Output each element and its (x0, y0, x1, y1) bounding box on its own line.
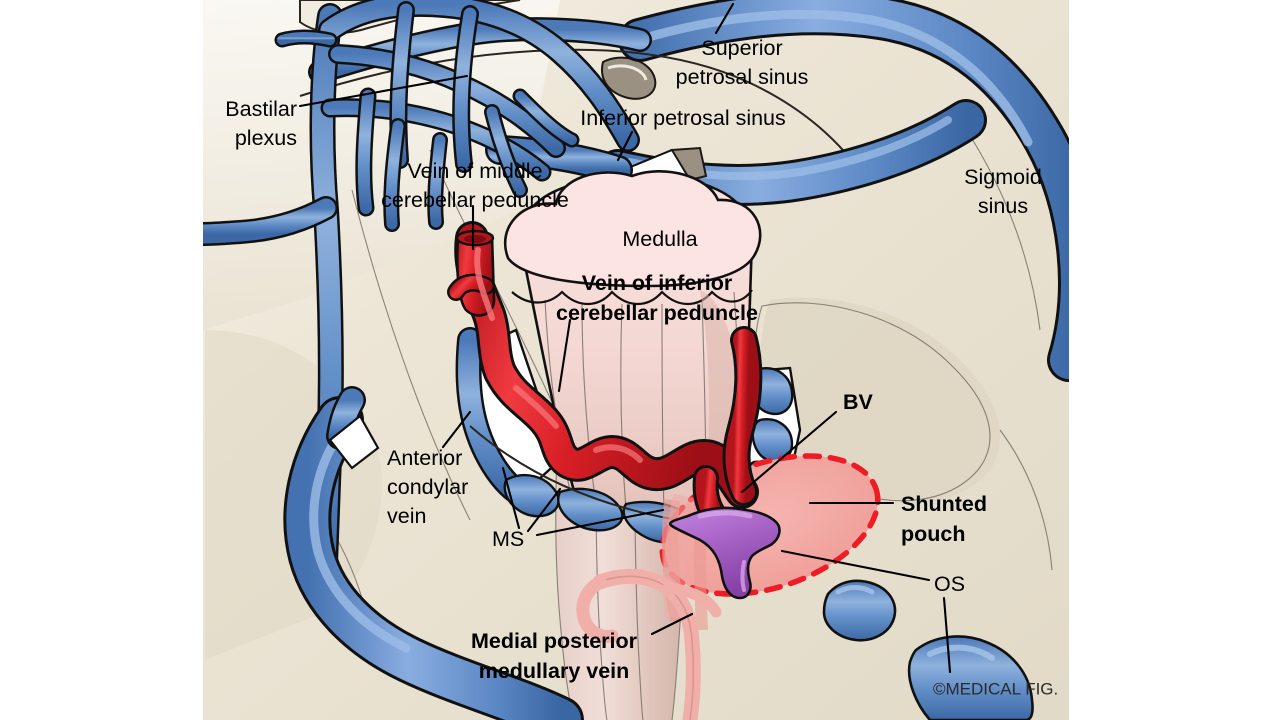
medial-posterior-medullary-vein-outline (599, 575, 695, 720)
plexus-finger-3 (429, 134, 446, 228)
plexus-left-branch-1 (277, 32, 335, 45)
copyright-credit: ©MEDICAL FIG. (933, 679, 1058, 698)
purple-highlight-1 (697, 510, 753, 519)
label-vein-of-middle-cerebellar-peduncle-line-0: Vein of middle (407, 159, 542, 183)
label-texts: Bastilar plexus Superior petrosal sinusInfe… (225, 36, 1042, 683)
os-fragment-2-highlight (927, 644, 995, 661)
label-superior-petrosal-sinus-line-0: Superior (701, 36, 782, 60)
label-ms-line-0: MS (492, 527, 524, 551)
label-superior-petrosal-sinus: Superior petrosal sinus (676, 36, 809, 89)
marginal-sinus-bead-2 (557, 487, 624, 532)
plexus-finger-5 (515, 91, 577, 145)
occipital-condyle-shadow (760, 297, 1000, 504)
shunted-pouch-vessel (668, 506, 781, 600)
label-medial-posterior-medullary-vein-line-1: medullary vein (479, 659, 630, 683)
bone-contour-5 (959, 119, 1041, 331)
label-bv-line-0: BV (843, 390, 874, 414)
plexus-finger-4 (486, 106, 526, 196)
marginal-sinus-bead-1 (503, 473, 560, 518)
label-sigmoid-sinus-right: Sigmoid sinus (964, 165, 1042, 218)
vein-stub-lumen-inner (464, 235, 486, 243)
label-bv: BV (843, 390, 874, 414)
label-bastilar-plexus-line-0: Bastilar (225, 97, 297, 121)
label-bastilar-plexus-line-1: plexus (235, 126, 297, 150)
label-medial-posterior-medullary-vein: Medial posterior medullary vein (471, 629, 638, 683)
leader-line-ms-2 (535, 508, 665, 537)
label-sigmoid-sinus-right-line-0: Sigmoid (964, 165, 1042, 189)
leader-line-inferior-petrosal-sinus-0 (616, 130, 634, 162)
label-anterior-condylar-vein-line-2: vein (387, 504, 426, 528)
leader-line-vein-of-inferior-cerebellar-peduncle-0 (557, 318, 572, 393)
medulla-groove-2 (581, 301, 597, 507)
basilar-plexus-arch (320, 0, 638, 150)
lower-plexus-branch (203, 198, 336, 244)
artwork (203, 0, 1069, 720)
os-fragment-1-highlight (835, 585, 875, 595)
label-medulla-line-0: Medulla (622, 227, 697, 251)
leader-line-ms-1 (526, 487, 562, 533)
medulla-cap (503, 169, 762, 288)
plexus-vert-2 (454, 7, 477, 171)
label-shunted-pouch: Shunted pouch (901, 492, 987, 546)
medulla-groove-3 (620, 303, 627, 511)
os-fragment-1 (822, 579, 897, 642)
petrous-notch-highlight (607, 64, 648, 81)
label-vein-of-middle-cerebellar-peduncle: Vein of middle cerebellar peduncle (381, 159, 569, 212)
label-sigmoid-sinus-right-line-1: sinus (978, 194, 1028, 218)
label-medial-posterior-medullary-vein-line-0: Medial posterior (471, 629, 638, 653)
leader-line-os-1 (942, 596, 952, 674)
label-os-line-0: OS (934, 572, 965, 596)
leader-line-anterior-condylar-vein-0 (441, 410, 472, 449)
red-highlight-3 (593, 444, 643, 463)
label-medulla: Medulla (622, 227, 697, 251)
purple-highlight-2 (740, 560, 746, 592)
leader-line-medial-posterior-medullary-vein-0 (650, 612, 694, 636)
leader-line-os-0 (780, 549, 931, 582)
sigmoid-sinus-right-highlight (647, 9, 1033, 147)
label-vein-of-inferior-cerebellar-peduncle-line-0: Vein of inferior (582, 271, 733, 295)
label-bastilar-plexus: Bastilar plexus (225, 97, 297, 150)
plexus-finger-1 (357, 90, 374, 214)
dural-gap-acv (328, 414, 380, 470)
label-anterior-condylar-vein-line-1: condylar (387, 475, 468, 499)
label-vein-of-inferior-cerebellar-peduncle-line-1: cerebellar peduncle (556, 301, 758, 325)
medulla-cap-scallop (511, 289, 753, 306)
os-fragment-2 (907, 635, 1034, 720)
label-vein-of-middle-cerebellar-peduncle-line-1: cerebellar peduncle (381, 188, 569, 212)
label-inferior-petrosal-sinus: Inferior petrosal sinus (580, 106, 786, 130)
label-anterior-condylar-vein: Anterior condylar vein (387, 446, 468, 528)
leader-line-bv-0 (740, 410, 838, 494)
red-highlight-1 (474, 247, 495, 321)
medullary-vein-loop (576, 575, 619, 643)
vein-inferior-cerebellar-peduncle (457, 224, 756, 506)
label-inferior-petrosal-sinus-line-0: Inferior petrosal sinus (580, 106, 786, 130)
leader-line-ms-0 (501, 466, 521, 530)
red-right-limb (725, 329, 760, 503)
leader-lines (298, 2, 952, 674)
plexus-finger-2 (385, 120, 404, 230)
bone-contour-1 (351, 189, 471, 521)
label-shunted-pouch-line-1: pouch (901, 522, 966, 546)
label-shunted-pouch-line-0: Shunted (901, 492, 987, 516)
red-highlight-2 (513, 385, 559, 429)
medullary-vein-branch (662, 582, 722, 618)
leader-line-superior-petrosal-sinus-0 (714, 2, 735, 35)
bone-contour-6 (999, 429, 1053, 571)
label-os: OS (934, 572, 965, 596)
label-superior-petrosal-sinus-line-1: petrosal sinus (676, 65, 809, 89)
label-vein-of-inferior-cerebellar-peduncle: Vein of inferior cerebellar peduncle (556, 271, 758, 325)
sigmoid-sinus-left (286, 399, 581, 720)
sigmoid-sinus-left-highlight (309, 431, 411, 653)
bone-fragment-upper (670, 146, 708, 182)
label-anterior-condylar-vein-line-0: Anterior (387, 446, 462, 470)
leader-line-bastilar-plexus-0 (298, 74, 469, 108)
label-ms: MS (492, 527, 524, 551)
